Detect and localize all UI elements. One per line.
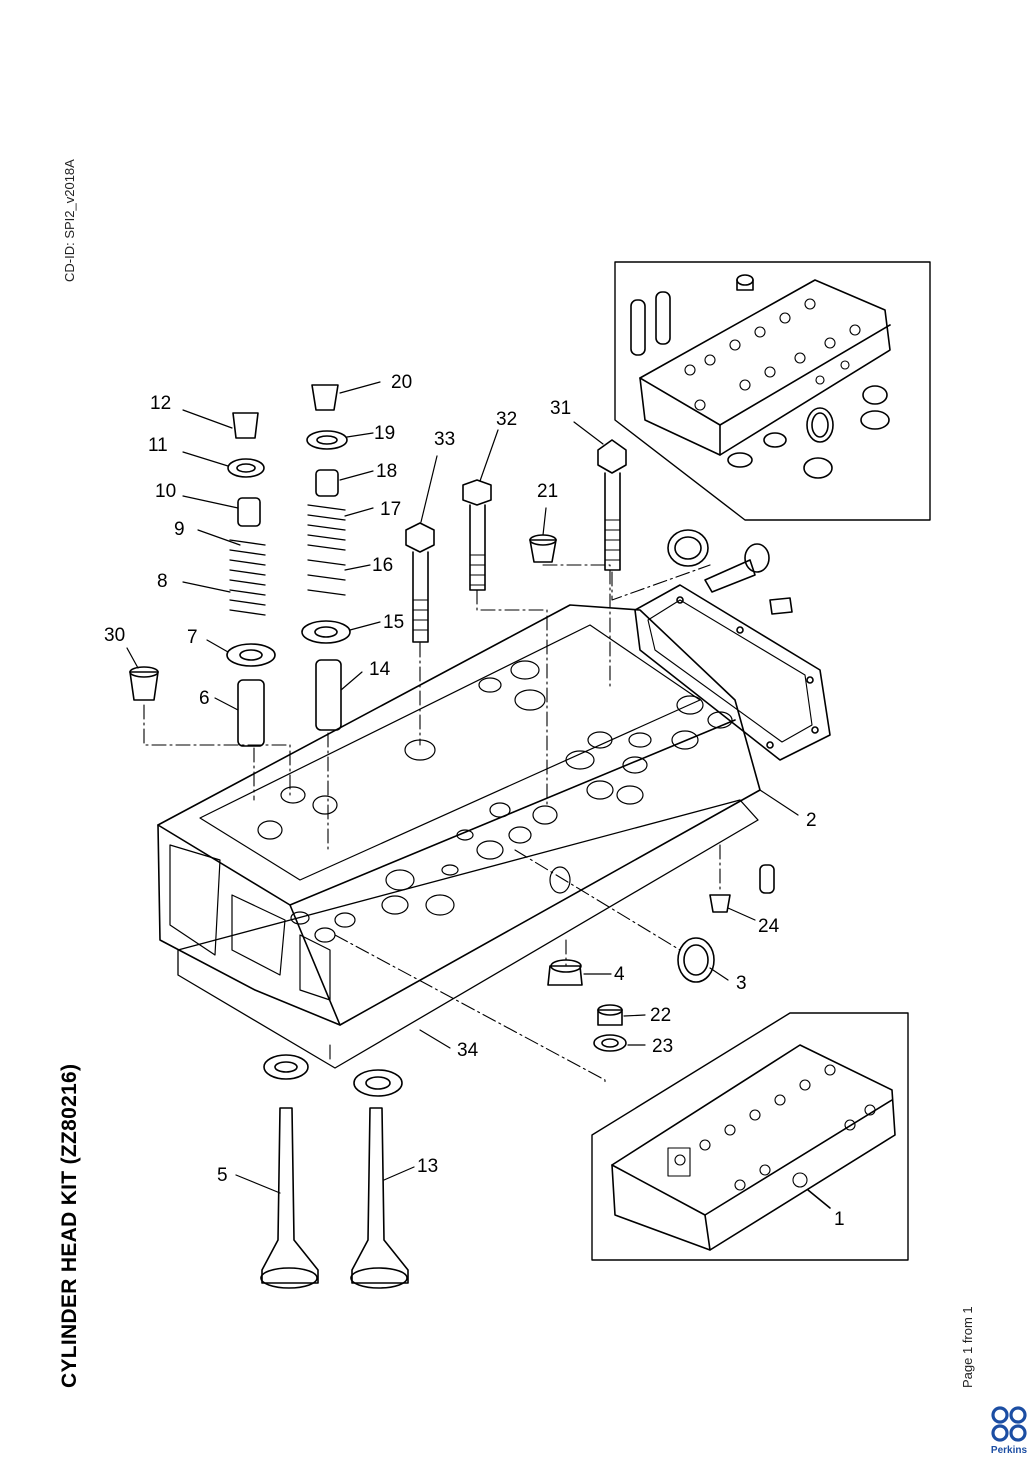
callout-22: 22 <box>650 1005 671 1026</box>
callout-32: 32 <box>496 409 517 430</box>
callout-24: 24 <box>758 916 780 937</box>
callout-20: 20 <box>391 372 412 393</box>
callout-21: 21 <box>537 481 558 502</box>
callout-7: 7 <box>187 627 198 648</box>
callout-9: 9 <box>174 519 185 540</box>
callout-33: 33 <box>434 429 455 450</box>
callout-15: 15 <box>383 612 404 633</box>
inset-top-right <box>614 261 931 521</box>
callout-6: 6 <box>199 688 210 709</box>
callout-14: 14 <box>369 659 391 680</box>
callout-12: 12 <box>150 393 171 414</box>
callout-30: 30 <box>104 625 125 646</box>
callout-3: 3 <box>736 973 747 994</box>
callout-17: 17 <box>380 499 401 520</box>
brand-name: Perkins <box>990 1445 1028 1456</box>
inset-bottom-right <box>591 1012 909 1261</box>
callout-8: 8 <box>157 571 168 592</box>
callout-13: 13 <box>417 1156 438 1177</box>
callout-31: 31 <box>550 398 571 419</box>
cylinder-head <box>157 604 761 1069</box>
callout-5: 5 <box>217 1165 228 1186</box>
head-bolts <box>405 439 627 643</box>
callout-18: 18 <box>376 461 397 482</box>
callout-labels: 12 11 10 9 8 7 6 30 20 19 18 17 16 15 14… <box>104 372 845 1230</box>
valve-stem-seals <box>129 534 557 701</box>
leader-lines <box>126 381 799 1194</box>
callout-23: 23 <box>652 1036 673 1057</box>
callout-1: 1 <box>834 1209 845 1230</box>
callout-19: 19 <box>374 423 395 444</box>
perkins-emblem-icon <box>991 1406 1027 1442</box>
cover-plate <box>634 584 831 761</box>
callout-10: 10 <box>155 481 176 502</box>
valve-spring-stack-left <box>226 412 276 747</box>
callout-16: 16 <box>372 555 393 576</box>
callout-2: 2 <box>806 810 817 831</box>
callout-11: 11 <box>148 435 168 456</box>
valves <box>260 1054 409 1289</box>
callout-34: 34 <box>457 1040 479 1061</box>
perkins-logo: Perkins <box>984 1405 1033 1461</box>
valve-spring-stack-right <box>301 384 351 731</box>
assembly-lines <box>143 564 721 1086</box>
callout-4: 4 <box>614 964 625 985</box>
banjo-bolt <box>667 529 793 615</box>
